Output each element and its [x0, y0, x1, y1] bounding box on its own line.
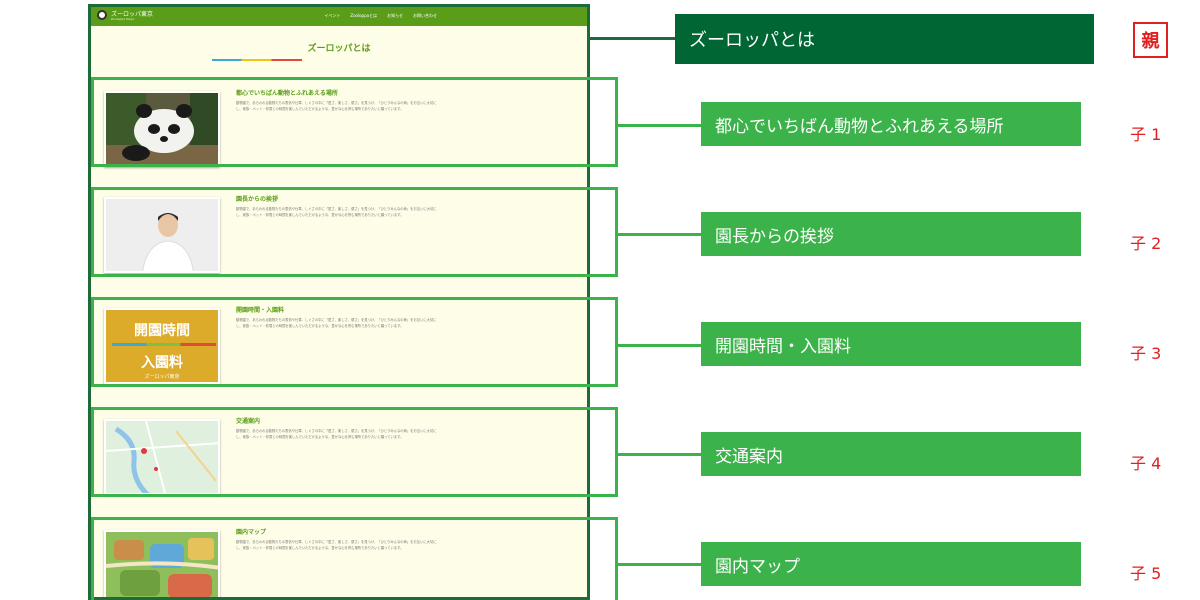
- child-tag-3: 子 3: [1130, 344, 1162, 363]
- child-connector-4: [618, 453, 702, 456]
- child-connector-2: [618, 233, 702, 236]
- site-logo-subtitle: Zooloppa Tokyo: [111, 17, 135, 21]
- nav-item-about[interactable]: Zooloppaとは: [350, 13, 378, 18]
- child-label-2: 園長からの挨拶: [701, 212, 1081, 256]
- site-logo-name: ズーロッパ東京: [111, 11, 154, 18]
- child-tag-5: 子 5: [1130, 564, 1162, 583]
- child-tag-2: 子 2: [1130, 234, 1162, 253]
- director-photo: [104, 197, 220, 273]
- child-connector-5: [618, 563, 702, 566]
- child-label-1: 都心でいちばん動物とふれあえる場所: [701, 102, 1081, 146]
- child-label-5: 園内マップ: [701, 542, 1081, 586]
- hours-sign-line2: 入園料: [141, 355, 183, 371]
- site-nav: イベント Zooloppaとは お知らせ お問い合わせ: [324, 13, 437, 19]
- nav-item-news[interactable]: お知らせ: [387, 13, 403, 18]
- site-header: ズーロッパ東京 Zooloppa Tokyo イベント Zooloppaとは お…: [91, 7, 587, 26]
- child-connector-1: [618, 124, 702, 127]
- website-mockup: ズーロッパ東京 Zooloppa Tokyo イベント Zooloppaとは お…: [88, 4, 590, 600]
- hours-sign-divider: [112, 343, 216, 346]
- hours-sign: 開園時間 入園料 ズーロッパ東京: [104, 308, 220, 384]
- parent-connector: [590, 37, 676, 40]
- child-label-3: 開園時間・入園料: [701, 322, 1081, 366]
- child-connector-3: [618, 344, 702, 347]
- title-underline: [212, 59, 302, 61]
- card-body: 動物園で、あらわれる動物たちの表情や仕草、しぐさの中に「愛さ、楽しさ、優さ」を見…: [236, 429, 437, 439]
- card-body: 動物園で、あらわれる動物たちの表情や仕草、しぐさの中に「愛さ、楽しさ、優さ」を見…: [236, 540, 437, 550]
- content-card-4: 交通案内 動物園で、あらわれる動物たちの表情や仕草、しぐさの中に「愛さ、楽しさ、…: [102, 415, 522, 495]
- content-card-2: 園長からの挨拶 動物園で、あらわれる動物たちの表情や仕草、しぐさの中に「愛さ、楽…: [102, 193, 522, 273]
- panda-logo-icon: [97, 10, 107, 20]
- hours-sign-logo: ズーロッパ東京: [144, 374, 180, 380]
- child-label-4: 交通案内: [701, 432, 1081, 476]
- child-tag-4: 子 4: [1130, 454, 1162, 473]
- card-heading: 園長からの挨拶: [236, 196, 279, 203]
- card-body: 動物園で、あらわれる動物たちの表情や仕草、しぐさの中に「愛さ、楽しさ、優さ」を見…: [236, 318, 437, 328]
- park-map-illustration: [104, 530, 220, 597]
- content-card-1: 都心でいちばん動物とふれあえる場所 動物園で、あらわれる動物たちの表情や仕草、し…: [102, 87, 522, 167]
- panda-photo: [104, 91, 220, 167]
- hours-sign-line1: 開園時間: [134, 323, 190, 339]
- nav-item-event[interactable]: イベント: [324, 13, 341, 18]
- card-heading: 園内マップ: [236, 529, 267, 536]
- card-heading: 交通案内: [236, 418, 261, 425]
- section-title: ズーロッパとは: [307, 44, 371, 54]
- child-tag-1: 子 1: [1130, 125, 1162, 144]
- card-body: 動物園で、あらわれる動物たちの表情や仕草、しぐさの中に「愛さ、楽しさ、優さ」を見…: [236, 207, 437, 217]
- parent-tag: 親: [1133, 22, 1168, 58]
- card-heading: 都心でいちばん動物とふれあえる場所: [236, 90, 338, 97]
- card-body: 動物園で、あらわれる動物たちの表情や仕草、しぐさの中に「愛さ、楽しさ、優さ」を見…: [236, 101, 437, 111]
- map-image: [104, 419, 220, 495]
- nav-item-contact[interactable]: お問い合わせ: [413, 13, 437, 18]
- card-heading: 開園時間・入園料: [236, 307, 285, 314]
- parent-label: ズーロッパとは: [675, 14, 1094, 64]
- content-card-3: 開園時間 入園料 ズーロッパ東京 開園時間・入園料 動物園で、あらわれる動物たち…: [102, 304, 522, 384]
- content-card-5: 園内マップ 動物園で、あらわれる動物たちの表情や仕草、しぐさの中に「愛さ、楽しさ…: [102, 526, 522, 597]
